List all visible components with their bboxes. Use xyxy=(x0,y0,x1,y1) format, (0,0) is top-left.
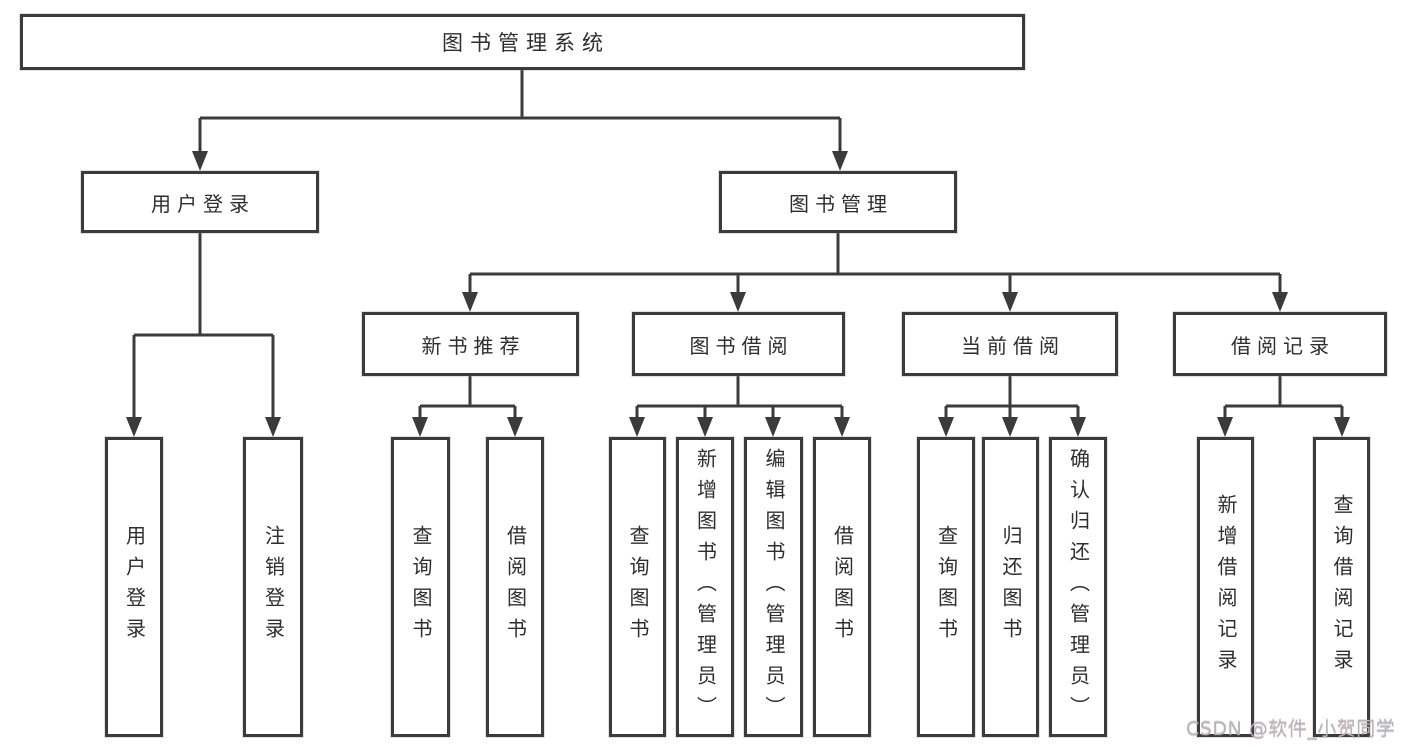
leaf-label: 注销登录 xyxy=(261,525,286,649)
leaf-label: 用户登录 xyxy=(122,525,147,649)
leaf-borrow-books: 借阅图书 xyxy=(813,437,871,737)
node-label: 图书管理系统 xyxy=(442,31,610,55)
node-book-borrowing: 图书借阅 xyxy=(632,312,845,376)
leaf-query-borrow-record: 查询借阅记录 xyxy=(1313,437,1370,737)
leaf-label: 借阅图书 xyxy=(830,525,855,649)
node-current-borrowing: 当前借阅 xyxy=(902,312,1118,376)
node-label: 图书管理 xyxy=(789,191,893,216)
node-book-management: 图书管理 xyxy=(719,171,957,233)
leaf-query-books-borrow: 查询图书 xyxy=(609,437,666,737)
leaf-add-books-admin: 新增图书（管理员） xyxy=(676,437,734,737)
leaf-label: 查询图书 xyxy=(934,525,959,649)
node-label: 图书借阅 xyxy=(689,333,794,358)
node-label: 用户登录 xyxy=(151,191,255,216)
leaf-query-books-current: 查询图书 xyxy=(917,437,975,737)
leaf-label: 归还图书 xyxy=(999,525,1023,649)
leaf-label: 新增图书（管理员） xyxy=(693,447,718,727)
leaf-edit-books-admin: 编辑图书（管理员） xyxy=(744,437,803,737)
node-borrowing-records: 借阅记录 xyxy=(1173,312,1387,376)
leaf-label: 查询图书 xyxy=(626,525,650,649)
leaf-label: 借阅图书 xyxy=(503,525,528,649)
node-label: 新书推荐 xyxy=(421,333,526,358)
node-library-management-system: 图书管理系统 xyxy=(20,14,1025,70)
leaf-label: 确认归还（管理员） xyxy=(1066,447,1091,727)
leaf-query-books-recommend: 查询图书 xyxy=(391,437,450,737)
leaf-confirm-return-admin: 确认归还（管理员） xyxy=(1049,437,1107,737)
leaf-label: 编辑图书（管理员） xyxy=(762,447,786,727)
node-label: 当前借阅 xyxy=(961,333,1065,358)
node-user-login: 用户登录 xyxy=(81,171,319,233)
leaf-label: 查询借阅记录 xyxy=(1330,494,1354,680)
leaf-label: 新增借阅记录 xyxy=(1214,494,1238,680)
leaf-user-login: 用户登录 xyxy=(105,437,163,737)
node-new-book-recommendation: 新书推荐 xyxy=(362,312,579,376)
node-label: 借阅记录 xyxy=(1231,333,1335,358)
leaf-label: 查询图书 xyxy=(409,525,433,649)
leaf-logout: 注销登录 xyxy=(243,437,303,737)
leaf-add-borrow-record: 新增借阅记录 xyxy=(1197,437,1254,737)
leaf-borrow-books-recommend: 借阅图书 xyxy=(486,437,544,737)
leaf-return-books: 归还图书 xyxy=(982,437,1039,737)
csdn-watermark: CSDN @软件_小贺同学 xyxy=(1186,718,1396,740)
